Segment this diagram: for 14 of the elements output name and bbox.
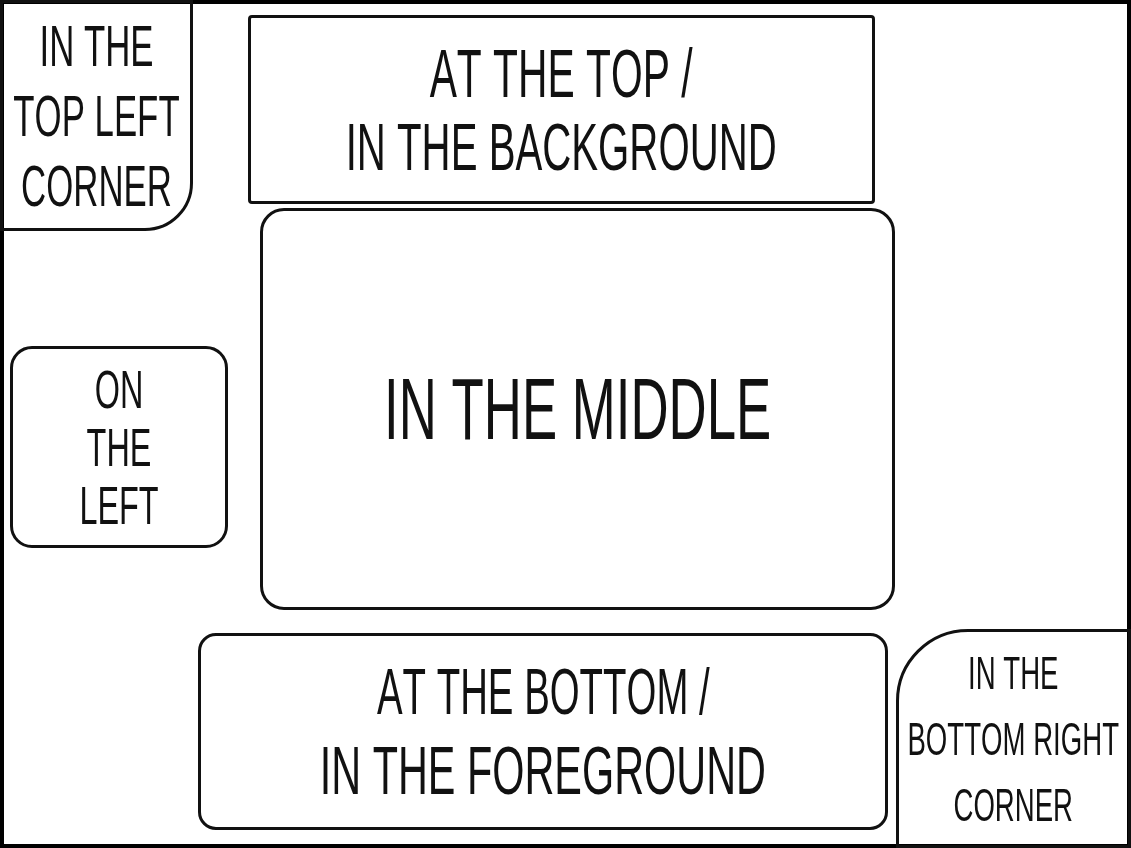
rounded-box xyxy=(10,346,228,548)
box-label: IN THE BOTTOM RIGHT CORNER xyxy=(906,645,1121,833)
box-label: IN THE MIDDLE xyxy=(383,359,772,459)
rounded-box xyxy=(198,633,888,830)
rounded-box xyxy=(0,0,193,231)
rounded-box xyxy=(248,15,875,204)
rounded-box xyxy=(260,208,895,610)
box-label: IN THE FOREGROUND xyxy=(319,730,767,811)
box-label: ON THE LEFT xyxy=(78,360,160,534)
box-label: IN THE BACKGROUND xyxy=(345,109,778,184)
box-label: IN THE TOP LEFT CORNER xyxy=(12,11,181,220)
box-label: AT THE BOTTOM / xyxy=(376,654,710,730)
box-label: AT THE TOP / xyxy=(430,35,693,110)
rounded-box xyxy=(896,629,1131,848)
